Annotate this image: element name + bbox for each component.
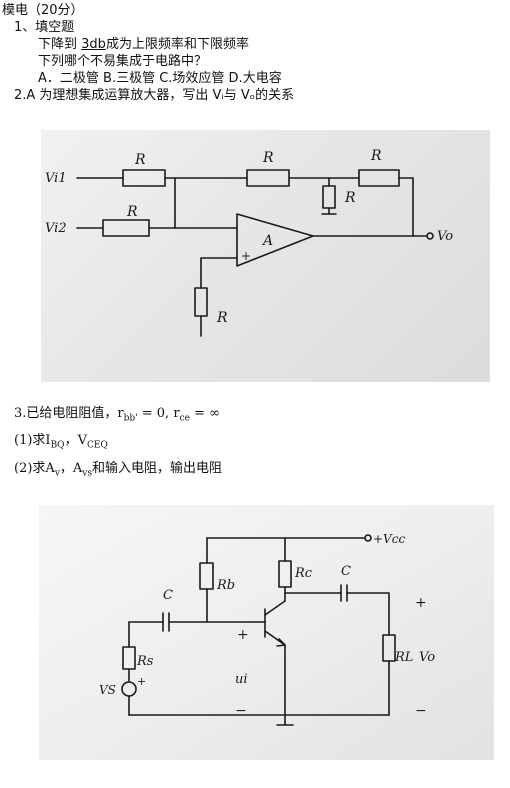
rc-label: Rc [294,566,313,581]
resistor-r2 [102,219,150,237]
rb-label: Rb [216,578,235,593]
opamp-label: A [261,233,273,249]
q3-part1: (1)求IBQ，VCEQ [14,433,108,454]
opamp-triangle [236,213,314,267]
resistor-r5 [322,185,336,209]
vo-label: Vo [437,229,453,244]
q3-part2-end: 和输入电阻，输出电阻 [92,461,223,476]
q3-part1-text: (1)求I [14,433,51,448]
cout-label: C [341,564,351,579]
q3-part2-text: (2)求A [14,461,55,476]
q3-prompt-end: = ∞ [189,406,220,421]
r2-label: R [126,204,138,220]
q3-prompt-mid: = 0, r [137,406,180,421]
q2-prompt: 2.A 为理想集成运算放大器，写出 Vᵢ与 Vₒ的关系 [14,88,295,103]
resistor-rl [382,634,396,662]
input-plus-sign: + [237,627,249,643]
vi1-label: Vi1 [45,171,67,186]
vi2-label: Vi2 [45,221,67,236]
r4-label: R [370,148,382,164]
rs-label: Rs [136,654,154,669]
vs-label: VS [99,683,116,697]
capacitor-cout [340,584,348,602]
q1-line1-suffix: 成为上限频率和下限频率 [105,37,249,52]
cin-label: C [163,588,173,603]
q1-heading: 1、填空题 [14,20,75,35]
opamp-circuit-photo: Vi1 R Vi2 R R R R A + Vo R [41,130,490,382]
output-plus-sign: + [415,595,427,611]
opamp-circuit-drawing: Vi1 R Vi2 R R R R A + Vo R [45,148,453,337]
r4-to-output-wire [398,177,414,237]
q3-part2: (2)求Av，Avs和输入电阻，输出电阻 [14,461,222,482]
q1-options: A．二极管 B.三极管 C.场效应管 D.大电容 [38,71,282,86]
q3-part1-sub: BQ [50,440,65,451]
resistor-r4 [358,169,400,187]
q1-line1-prefix: 下降到 [38,37,78,52]
transistor-emitter-arrow [276,638,286,647]
output-minus-sign: − [415,703,427,719]
q3-prompt: 3.已给电阻阻值，rbb' = 0, rce = ∞ [14,406,220,427]
noninverting-wire [200,257,238,289]
resistor-r6 [194,287,208,317]
transistor-emitter [264,630,286,716]
resistor-r1 [122,169,166,187]
q3-part2-mid: ，A [59,461,83,476]
opamp-plus-sign: + [241,249,251,263]
vcc-terminal [364,534,372,542]
resistor-r3 [246,169,290,187]
q3-part1-mid: ，V [64,433,87,448]
resistor-rb [199,562,214,590]
exam-section-title: 模电（20分） [2,3,84,18]
r3-label: R [262,150,274,166]
resistor-rc [278,560,292,588]
vs-plus-sign: + [137,675,146,688]
vcc-label: +Vcc [373,532,405,546]
rl-label: RL [394,650,413,665]
q3-prompt-sub2: ce [179,413,190,424]
r5-label: R [344,190,356,206]
resistor-rs [122,646,136,670]
q1-line1: 下降到 3db成为上限频率和下限频率 [38,37,249,53]
cout-right-wire [346,592,390,636]
q3-part2-sub: v [54,468,60,479]
q1-line2: 下列哪个不易集成于电路中？ [38,54,208,69]
ui-label: ui [235,672,248,687]
q3-prompt-sub: bb' [123,413,138,424]
r1-label: R [134,152,146,168]
transistor-collector [264,600,286,616]
ground-symbol [276,714,294,726]
transistor-circuit-photo: +Vcc Rb Rc C Rs VS + + ui − [39,505,494,760]
shunt-ground [321,207,337,215]
q3-part1-sub2: CEQ [86,440,108,451]
transistor-circuit-drawing: +Vcc Rb Rc C Rs VS + + ui − [99,532,435,726]
q3-part2-sub2: vs [82,468,92,479]
q3-prompt-text: 3.已给电阻阻值，r [14,406,124,421]
r6-label: R [216,310,228,326]
q1-line1-underlined: 3db [81,37,106,52]
input-minus-sign: − [235,703,247,719]
vs-source [121,681,137,697]
output-terminal [426,232,434,240]
vo-output-label: Vo [419,650,435,665]
capacitor-cin [162,612,170,632]
